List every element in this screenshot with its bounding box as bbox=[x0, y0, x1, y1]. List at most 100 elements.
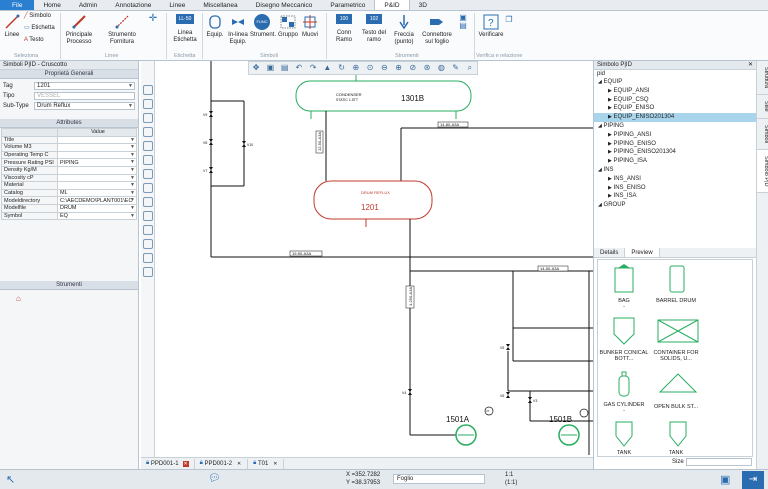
foglio-field[interactable]: Foglio bbox=[393, 474, 485, 484]
tree-item[interactable]: ▶ PIPING_ANSI bbox=[608, 131, 652, 138]
connettore-button[interactable]: Connettore sul foglio bbox=[420, 14, 454, 45]
tree-item[interactable]: ◢ GROUP bbox=[598, 202, 626, 209]
redo-icon[interactable]: ↷ bbox=[309, 63, 317, 72]
print-icon[interactable]: ▤ bbox=[280, 63, 289, 72]
tree-item[interactable]: ◢ PIPING bbox=[598, 122, 624, 129]
freccia-button[interactable]: Freccia (punto) bbox=[390, 14, 418, 45]
attribute-value[interactable]: ▼ bbox=[57, 173, 137, 183]
line-tool-icon[interactable] bbox=[142, 99, 153, 109]
pressure-indicator-a[interactable] bbox=[484, 406, 494, 416]
chevron-down-icon[interactable]: ▼ bbox=[130, 174, 135, 181]
symbol-barrel-drum[interactable]: BARREL DRUM bbox=[656, 298, 696, 304]
chevron-down-icon[interactable]: ▼ bbox=[130, 189, 135, 196]
chevron-down-icon[interactable]: ▼ bbox=[130, 136, 135, 143]
tree-arrow-icon[interactable]: ▶ bbox=[608, 175, 612, 182]
save-icon[interactable]: ▣ bbox=[266, 63, 275, 72]
equip-button[interactable]: Equip. bbox=[204, 14, 226, 39]
tree-item[interactable]: ▶ PIPING_ENISO201304 bbox=[608, 149, 676, 156]
close-icon[interactable]: ✕ bbox=[273, 460, 278, 467]
diagonal-tool-icon[interactable] bbox=[142, 113, 153, 123]
rotate-tool-icon[interactable] bbox=[142, 211, 153, 221]
open-bulk-icon[interactable] bbox=[658, 372, 698, 394]
menu-admin[interactable]: Admin bbox=[78, 2, 98, 9]
lock-icon[interactable]: ◍ bbox=[437, 63, 445, 72]
attribute-value[interactable]: ML▼ bbox=[57, 188, 137, 198]
menu-home[interactable]: Home bbox=[43, 2, 61, 9]
join-tool-icon[interactable] bbox=[142, 155, 153, 165]
close-icon[interactable]: ✕ bbox=[182, 460, 189, 467]
settings-tool-icon[interactable] bbox=[142, 253, 153, 263]
tank-icon[interactable] bbox=[668, 420, 688, 448]
move-icon[interactable]: ✥ bbox=[252, 63, 260, 72]
split-tool-icon[interactable] bbox=[142, 141, 153, 151]
valve-v8[interactable] bbox=[209, 139, 213, 145]
size-input[interactable] bbox=[686, 458, 752, 466]
chevron-down-icon[interactable]: ▼ bbox=[130, 204, 135, 211]
zoom-in-icon[interactable]: ⊕ bbox=[395, 63, 402, 72]
menu-file[interactable]: File bbox=[0, 0, 35, 10]
condenser-shape[interactable] bbox=[295, 80, 472, 112]
tree-arrow-icon[interactable]: ▶ bbox=[608, 158, 612, 165]
valve-v3[interactable] bbox=[528, 397, 532, 403]
menu-miscellanea[interactable]: Miscellanea bbox=[203, 2, 238, 9]
attribute-value[interactable]: ▼ bbox=[57, 150, 137, 160]
refresh-icon[interactable]: ↻ bbox=[338, 63, 345, 72]
linea-etichetta-button[interactable]: LL-50 Linea Etichetta bbox=[173, 14, 197, 43]
pan-icon[interactable]: ⊛ bbox=[423, 63, 431, 72]
tree-item[interactable]: ▶ PIPING_ISA bbox=[608, 158, 647, 165]
symbol-open-bulk[interactable]: OPEN BULK ST... bbox=[653, 404, 698, 410]
tab-simbolo-pid[interactable]: Simbolo P|D bbox=[757, 149, 768, 194]
valve-v4[interactable] bbox=[408, 389, 412, 395]
attributes-header[interactable]: Attributes bbox=[0, 119, 138, 128]
tree-item[interactable]: ▶ INS_ISA bbox=[608, 193, 637, 200]
tree-item[interactable]: ▶ EQUIP_ANSI bbox=[608, 87, 650, 94]
edit-icon[interactable]: ✎ bbox=[452, 63, 459, 72]
tree-arrow-icon[interactable]: ▶ bbox=[608, 184, 612, 191]
zoom-extents-icon[interactable]: ⊙ bbox=[366, 63, 374, 72]
triangle-icon[interactable]: ▲ bbox=[323, 63, 332, 72]
principale-processo-button[interactable]: Principale Processo bbox=[62, 14, 96, 45]
tree-root[interactable]: pid bbox=[597, 71, 606, 77]
tag-input[interactable]: 1201▼ bbox=[34, 82, 135, 90]
zoom-window-icon[interactable]: ⊕ bbox=[352, 63, 360, 72]
pump-1501b[interactable] bbox=[558, 424, 580, 446]
tab-preview[interactable]: Preview bbox=[624, 248, 660, 257]
chevron-down-icon[interactable]: ▼ bbox=[128, 83, 133, 89]
menu-linee[interactable]: Linee bbox=[169, 2, 186, 9]
symbol-container[interactable]: CONTAINER FOR SOLIDS, U... bbox=[653, 350, 699, 362]
chevron-down-icon[interactable]: ▼ bbox=[130, 159, 135, 166]
copy-button[interactable]: ❐ bbox=[504, 16, 514, 25]
menu-3d[interactable]: 3D bbox=[418, 2, 427, 9]
attribute-value[interactable]: PIPING▼ bbox=[57, 158, 137, 167]
gas-cylinder-icon[interactable] bbox=[616, 370, 632, 398]
testo-button[interactable]: A Testo bbox=[24, 37, 44, 43]
tree-item[interactable]: ▶ EQUIP_CSQ bbox=[608, 96, 649, 103]
tab-struttura[interactable]: Struttura bbox=[757, 61, 768, 96]
strumenti-tool-icon[interactable]: ⌂ bbox=[16, 294, 21, 303]
gruppo-button[interactable]: Gruppo bbox=[276, 14, 300, 39]
symbol-tank-1[interactable]: TANK bbox=[616, 450, 632, 456]
conn-ramo-button[interactable]: 100 Conn Ramo bbox=[335, 14, 352, 43]
attribute-value[interactable]: C:\AECDEMO\PLANT001\EC▼ bbox=[57, 196, 137, 205]
tab-stile[interactable]: Stile bbox=[757, 95, 768, 119]
tipo-input[interactable]: VESSEL bbox=[34, 92, 135, 100]
expand-icon[interactable]: ◢ bbox=[598, 202, 602, 209]
tree-arrow-icon[interactable]: ▶ bbox=[608, 96, 612, 103]
briefcase-icon[interactable]: ▣ bbox=[720, 474, 731, 486]
chevron-down-icon[interactable]: ▼ bbox=[130, 212, 135, 219]
corner-tool-icon[interactable] bbox=[142, 127, 153, 137]
bag-icon[interactable] bbox=[612, 264, 636, 294]
zoom-out-icon[interactable]: ⊖ bbox=[381, 63, 388, 72]
container-icon[interactable] bbox=[656, 318, 700, 344]
tab-details[interactable]: Details bbox=[600, 250, 619, 256]
tree-arrow-icon[interactable]: ▶ bbox=[608, 131, 612, 138]
symbol-tank-2[interactable]: TANK bbox=[668, 450, 684, 456]
tree-item[interactable]: ◢ EQUIP bbox=[598, 79, 623, 85]
simbolo-button[interactable]: ╱ Simbolo bbox=[24, 13, 51, 19]
inline-equip-button[interactable]: In-linea Equip. bbox=[226, 14, 250, 45]
expand-icon[interactable]: ◢ bbox=[598, 122, 602, 129]
arrow-tool-icon[interactable] bbox=[142, 85, 153, 95]
tree-item[interactable]: ▶ INS_ANSI bbox=[608, 175, 641, 182]
valve-v9[interactable] bbox=[209, 111, 213, 117]
tree-arrow-icon[interactable]: ▶ bbox=[608, 140, 612, 147]
